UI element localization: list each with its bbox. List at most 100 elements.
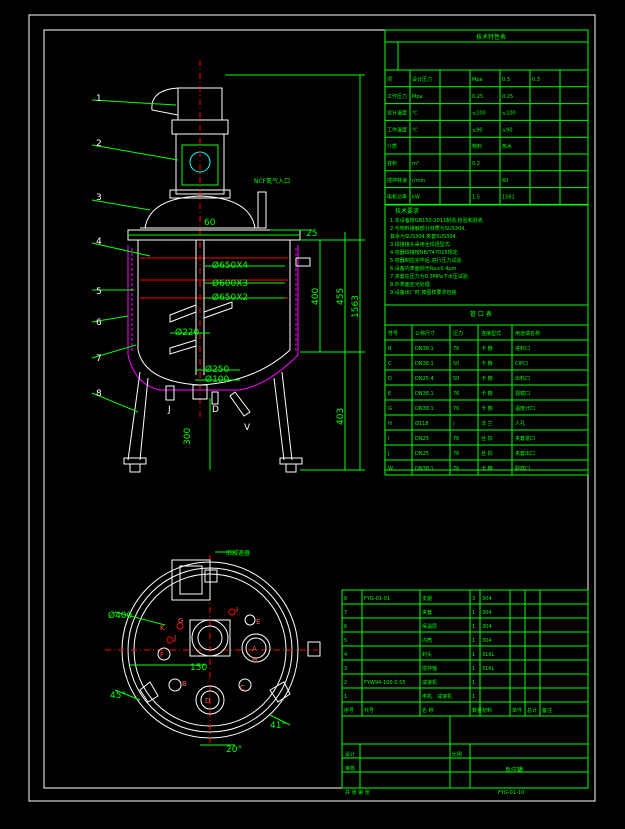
title-drawing-no: FYG-01-10 xyxy=(498,790,524,796)
bom-cell: 3 xyxy=(472,596,475,602)
part-label-1: 1 xyxy=(96,94,102,104)
bom-cell: 304 xyxy=(482,596,492,602)
dim-h300: 300 xyxy=(183,428,193,445)
bom-cell: 7 xyxy=(344,610,347,616)
spec-cell: 设计压力 xyxy=(412,76,432,83)
spec-cell: 容积 xyxy=(387,160,397,167)
plan-letter-g: G xyxy=(178,617,183,625)
nozzle-cell: 夹套进口 xyxy=(515,435,535,442)
tech-note-6: 5.容器制造完毕后,进行压力试验. xyxy=(390,257,463,264)
part-labels: 1 2 3 4 5 6 7 8 xyxy=(96,94,102,399)
spec-cell: m³ xyxy=(412,161,419,167)
plan-letter-d: D xyxy=(205,697,210,705)
nozzle-cell: J xyxy=(387,451,389,457)
nozzle-cell: 夹套出口 xyxy=(515,450,535,457)
tech-note-4: 3.焊接接头采用全焊透型式. xyxy=(390,241,452,248)
dim-rim-25: 25 xyxy=(306,229,317,239)
title-sheet: 共 张 第 张 xyxy=(345,789,370,796)
bom-cell: 1 xyxy=(344,694,347,700)
bom-header: 备注 xyxy=(542,707,552,714)
nozzle-cell: H xyxy=(388,421,392,427)
nozzle-cell: 卡 箍 xyxy=(481,465,493,472)
bom-cell: 1 xyxy=(472,624,475,630)
title-name: 反应罐 xyxy=(505,766,523,774)
bom-cell: 搅拌轴 xyxy=(422,665,437,672)
spec-cell: r/min xyxy=(412,178,425,184)
nozzle-cell: 视镜口 xyxy=(515,390,530,397)
nozzle-cell: 76 xyxy=(453,436,459,442)
tech-note-10: 9.设备出厂时,按图样要求包装. xyxy=(390,289,458,296)
part-label-5: 5 xyxy=(96,287,102,297)
plan-letter-c: C xyxy=(240,684,245,692)
plan-letter-h: H xyxy=(252,656,257,664)
bom-cell: 5 xyxy=(344,638,347,644)
title-check: 审核 xyxy=(345,765,355,772)
nozzle-header: 连接型式 xyxy=(481,330,501,337)
nozzle-cell: 50 xyxy=(453,376,459,382)
bom-header: 总计 xyxy=(527,707,537,714)
nozzle-cell: 出料口 xyxy=(515,375,530,382)
tech-note-9: 8.外表面亚光处理. xyxy=(390,281,432,288)
nozzle-cell: 卡 箍 xyxy=(481,390,493,397)
plan-motor-label: 旧减速器 xyxy=(226,549,250,557)
bom-cell: 1 xyxy=(472,694,475,700)
bom-header: 单件 xyxy=(512,707,522,714)
nozzle-header: 压力 xyxy=(453,330,463,337)
dim-d220: Ø220 xyxy=(175,327,200,338)
spec-cell: Mpa xyxy=(472,77,483,83)
nozzle-cell: DN25 xyxy=(415,451,429,457)
tech-note-7: 6.设备内表面抛光Ra≤0.4μm. xyxy=(390,265,458,272)
nozzle-cell: 丝 扣 xyxy=(481,435,493,442)
spec-cell: 60 xyxy=(502,178,508,184)
bom-cell: 8 xyxy=(344,596,347,602)
dim-41deg: 41° xyxy=(270,721,286,731)
nozzle-cell: 卡 箍 xyxy=(481,405,493,412)
spec-cell: 物料 xyxy=(472,143,482,150)
nozzle-cell: CIP口 xyxy=(515,361,528,367)
dim-45deg: 45° xyxy=(110,691,126,701)
bom-cell: 4 xyxy=(344,652,347,658)
bom-header: 数量 xyxy=(472,707,482,714)
plan-view xyxy=(105,551,321,750)
bom-cell: 1 xyxy=(472,638,475,644)
tech-note-2: 2.与物料接触部分材质为SUS304, xyxy=(390,225,466,232)
spec-cell: 介质 xyxy=(387,143,397,150)
dim-d100: Ø100 xyxy=(205,374,230,385)
nozzle-cell: 卡 箍 xyxy=(481,345,493,352)
plan-letter-j: J xyxy=(173,634,176,642)
tech-note-1: 1.本设备按GB150-2011制造,检验和验收. xyxy=(390,217,485,224)
dim-d250: Ø250 xyxy=(205,364,230,375)
nozzle-cell: DN25.4 xyxy=(415,376,434,382)
tech-note-0: 技术要求 xyxy=(395,207,419,215)
bom-cell: 1 xyxy=(472,666,475,672)
nozzle-cell: B xyxy=(388,346,392,352)
bom-cell: 6 xyxy=(344,624,347,630)
title-scale-label: 比例 xyxy=(452,751,462,758)
bom-cell: 316L xyxy=(482,666,495,672)
nozzle-cell: D xyxy=(388,376,392,382)
spec-cell: 1.5 xyxy=(472,195,480,201)
spec-table-title: 技术特性表 xyxy=(476,33,506,41)
part-label-6: 6 xyxy=(96,318,102,328)
spec-cell: 搅拌转速 xyxy=(387,177,407,184)
plan-letter-b: B xyxy=(182,680,187,688)
nozzle-cell: 卡 箍 xyxy=(481,360,493,367)
part-label-4: 4 xyxy=(96,237,102,247)
spec-cell: 电机功率 xyxy=(387,194,407,201)
nozzle-cell: 卡 箍 xyxy=(481,375,493,382)
nozzle-cell: 76 xyxy=(453,346,459,352)
part-label-2: 2 xyxy=(96,139,102,149)
spec-cell: 0.25 xyxy=(502,94,513,100)
spec-cell: 工作压力 xyxy=(387,93,407,100)
nozzle-cell: DN38.1 xyxy=(415,361,434,367)
nozzle-cell: Ø118 xyxy=(415,420,428,427)
part-label-8: 8 xyxy=(96,389,102,399)
plan-letter-a: A xyxy=(252,645,257,653)
spec-cell: ≤100 xyxy=(472,111,486,117)
tech-note-8: 7.夹套在压力为0.3MPa下水压试验. xyxy=(390,273,470,280)
nozzle-table-title: 管 口 表 xyxy=(470,310,492,318)
dim-d600x3: Ø600X3 xyxy=(212,278,248,289)
elevation-view xyxy=(91,60,365,473)
